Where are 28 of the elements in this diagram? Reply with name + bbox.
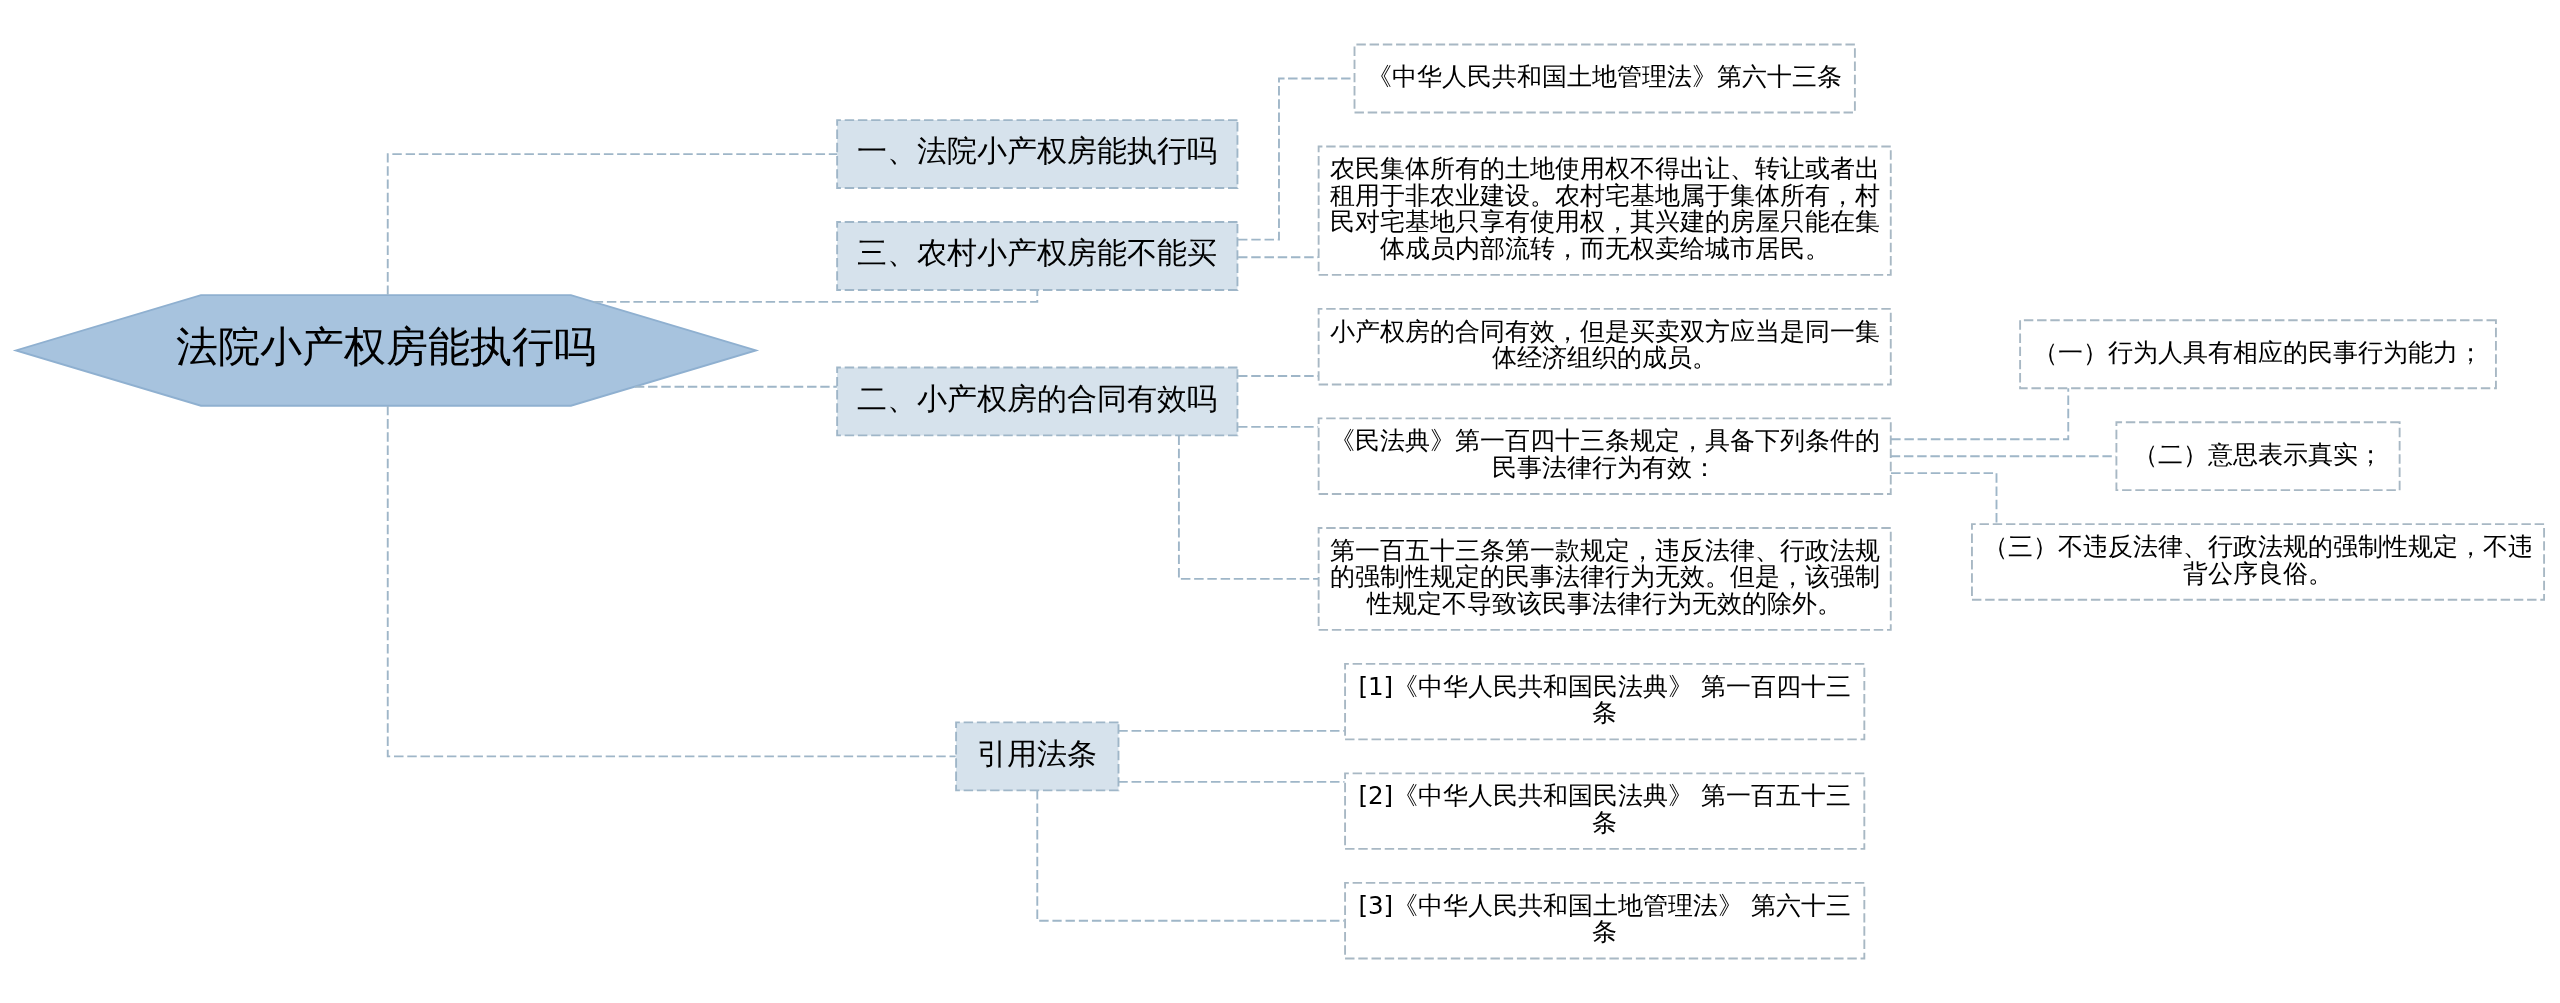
node-box: （二）意思表示真实； xyxy=(2115,421,2401,492)
connector xyxy=(1237,425,1320,428)
connector xyxy=(1237,256,1320,259)
connector xyxy=(1890,472,1998,525)
connector xyxy=(1237,375,1320,377)
node-box: （一）行为人具有相应的民事行为能力； xyxy=(2019,319,2497,390)
connector xyxy=(1036,789,1346,922)
connector xyxy=(1177,434,1320,580)
connector xyxy=(386,153,839,296)
node-box: [1]《中华人民共和国民法典》 第一百四十三条 xyxy=(1344,662,1866,741)
connector xyxy=(634,385,838,388)
node-box: 农民集体所有的土地使用权不得出让、转让或者出租用于非农业建设。农村宅基地属于集体所有，村民对宅基地只享有使用权，其兴建的房屋只能在集体成员内部流转，而无权卖给城市居民。 xyxy=(1317,145,1892,276)
connector xyxy=(1117,729,1346,732)
node-box: [3]《中华人民共和国土地管理法》 第六十三条 xyxy=(1344,881,1866,960)
connector xyxy=(1117,780,1346,783)
node-box: 《民法典》第一百四十三条规定，具备下列条件的民事法律行为有效： xyxy=(1317,417,1892,495)
connector xyxy=(1890,387,2070,441)
node-box: 二、小产权房的合同有效吗 xyxy=(836,366,1239,437)
node-box: 《中华人民共和国土地管理法》第六十三条 xyxy=(1353,43,1856,114)
node-box: 引用法条 xyxy=(955,721,1120,792)
node-box: 小产权房的合同有效，但是买卖双方应当是同一集体经济组织的成员。 xyxy=(1317,307,1892,386)
node-box: 一、法院小产权房能执行吗 xyxy=(836,119,1239,189)
node-box: 第一百五十三条第一款规定，违反法律、行政法规的强制性规定的民事法律行为无效。但是，该强制性规定不导致该民事法律行为无效的除外。 xyxy=(1317,527,1892,631)
node-box: （三）不违反法律、行政法规的强制性规定，不违背公序良俗。 xyxy=(1971,523,2546,601)
node-box: [2]《中华人民共和国民法典》 第一百五十三条 xyxy=(1344,772,1866,850)
connector xyxy=(386,405,957,758)
connector xyxy=(1889,455,2117,458)
node-box: 三、农村小产权房能不能买 xyxy=(836,221,1239,291)
